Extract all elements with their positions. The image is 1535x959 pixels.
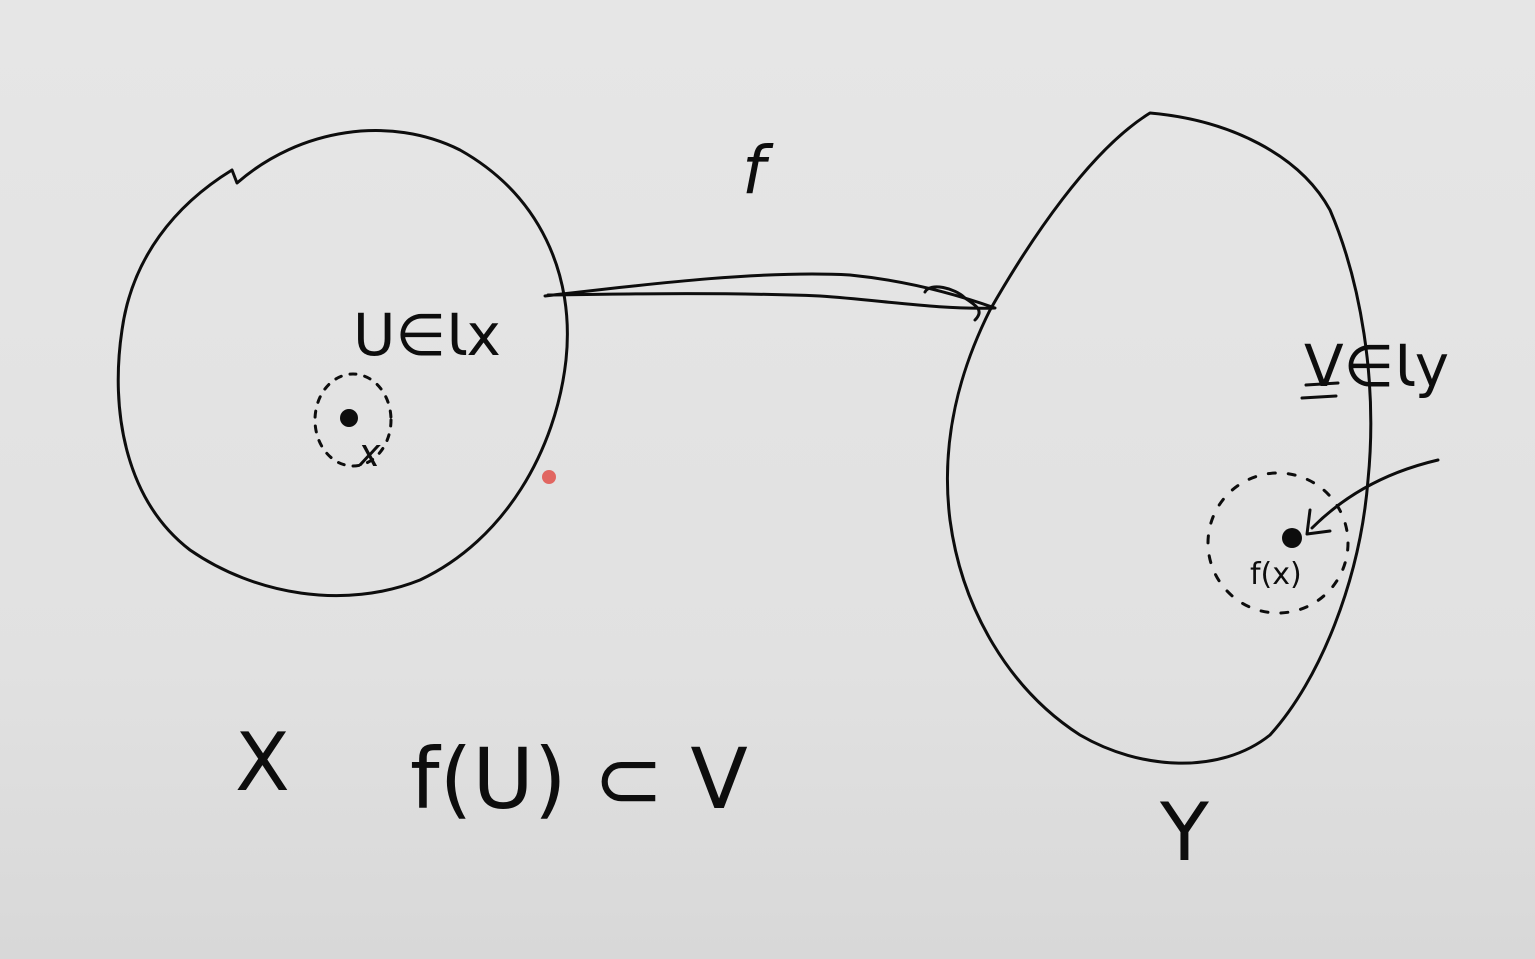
laser-pointer-dot bbox=[542, 470, 556, 484]
map-arrow-f bbox=[543, 272, 997, 310]
underline-V bbox=[1300, 381, 1340, 400]
point-fx-dot bbox=[1282, 528, 1302, 548]
point-x-dot bbox=[340, 409, 358, 427]
codomain-open-set-label: V∈Ɩy bbox=[1304, 332, 1449, 400]
point-fx-label: f(x) bbox=[1250, 557, 1302, 592]
map-label-f: f bbox=[742, 132, 774, 209]
image-containment-statement: f(U) ⊂ V bbox=[410, 730, 748, 828]
domain-set-label-X: X bbox=[235, 716, 290, 809]
pointer-arrowhead bbox=[1305, 508, 1332, 536]
pointer-arrow bbox=[1310, 458, 1440, 530]
codomain-set-Y-outline bbox=[945, 111, 1373, 765]
codomain-set-label-Y: Y bbox=[1159, 786, 1210, 879]
point-x-label: x bbox=[357, 431, 381, 475]
neighbourhood-of-fx bbox=[1206, 471, 1350, 615]
domain-set-X-outline bbox=[116, 129, 569, 598]
domain-open-set-label: U∈Ɩx bbox=[353, 301, 501, 369]
map-arrowhead bbox=[923, 285, 981, 322]
neighbourhood-of-x bbox=[313, 372, 393, 468]
